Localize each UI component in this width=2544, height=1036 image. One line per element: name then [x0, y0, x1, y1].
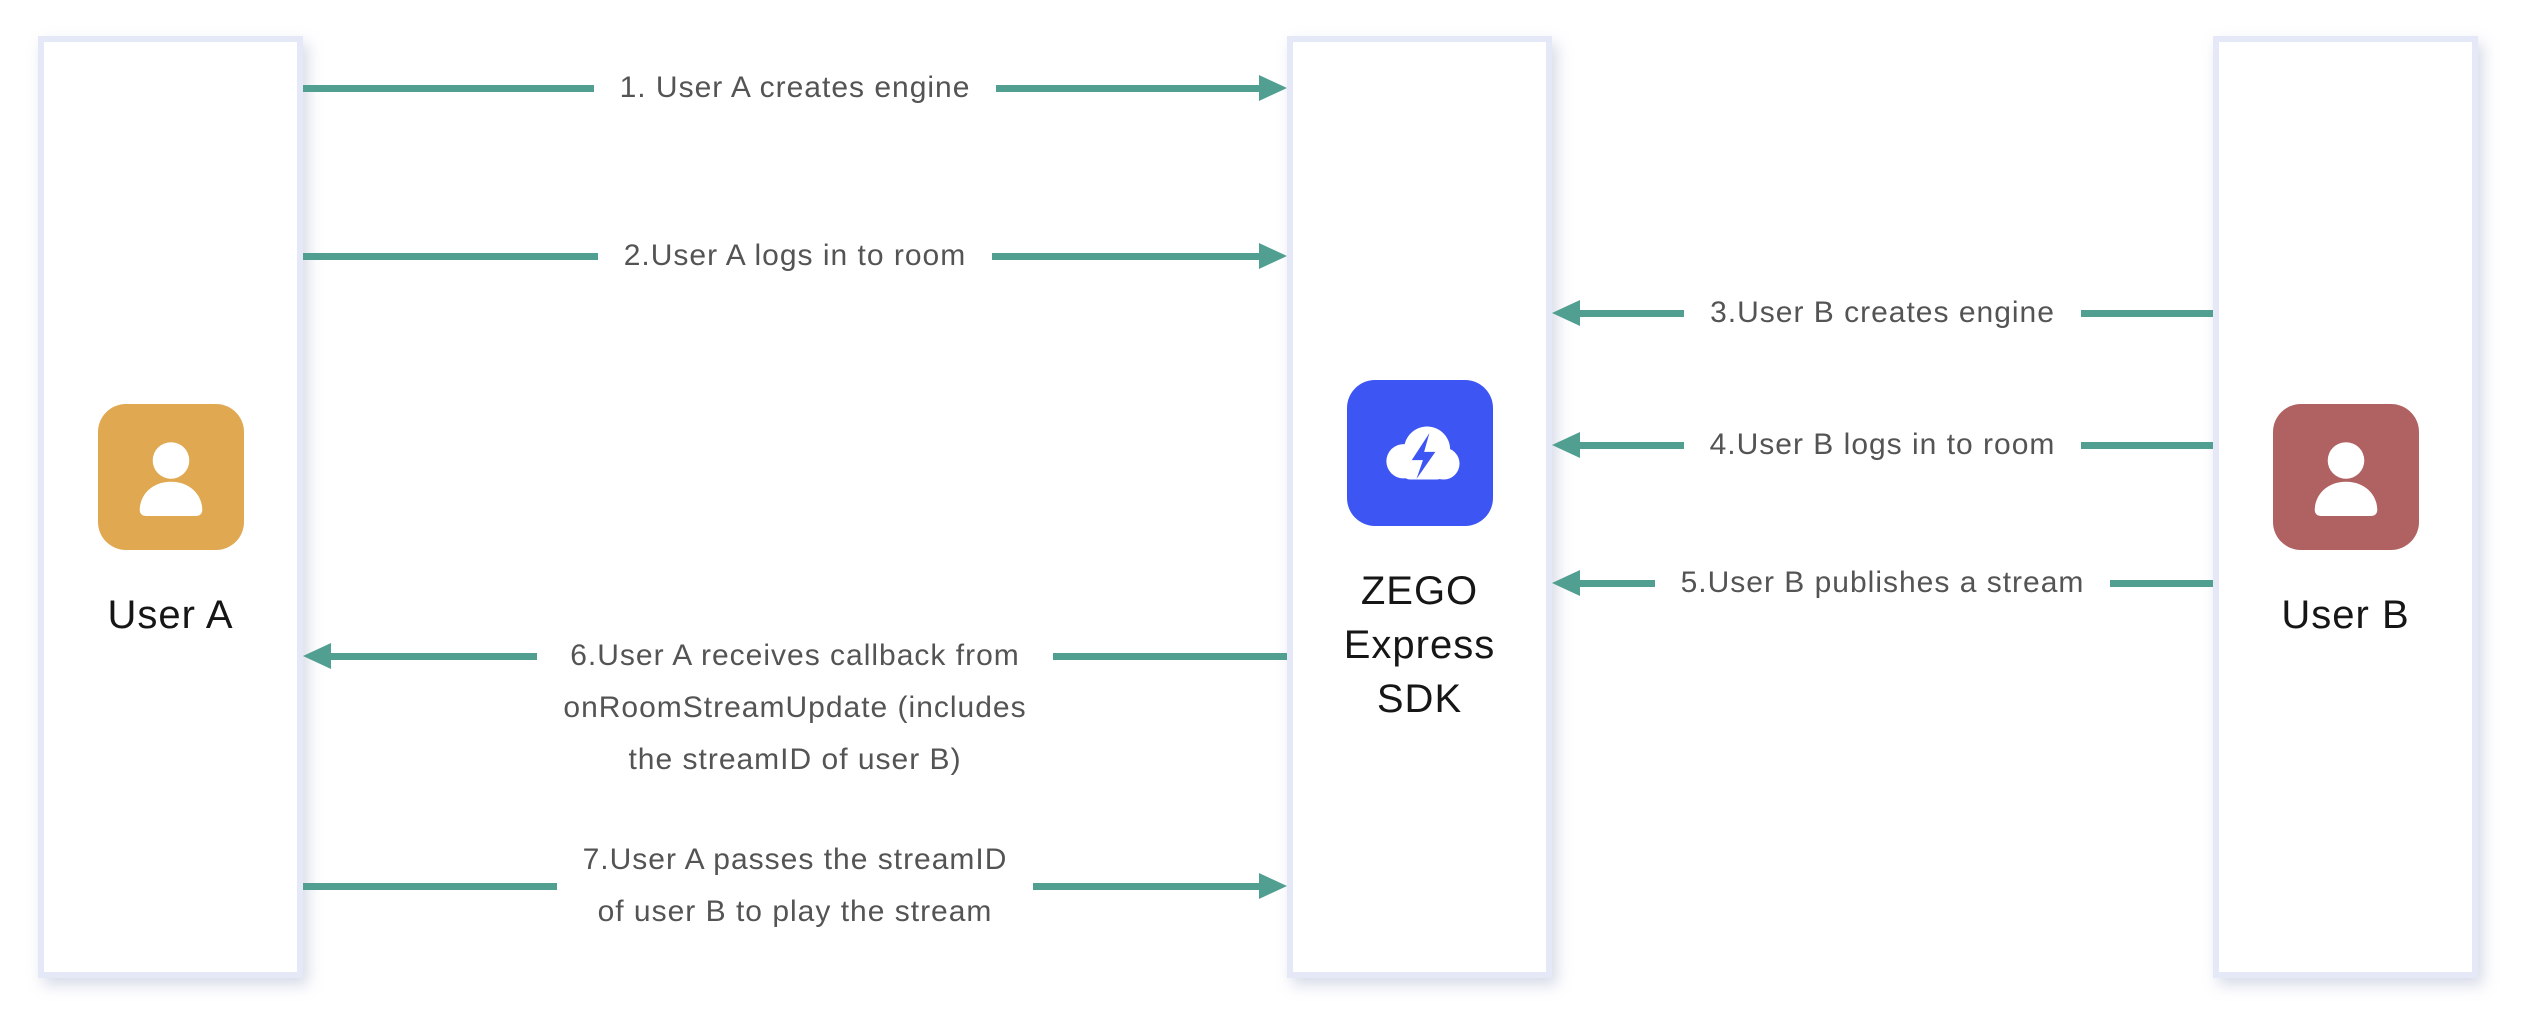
arrow-shaft — [303, 882, 557, 890]
arrow-shaft — [996, 75, 1287, 101]
step-label-5: 5.User B publishes a stream — [1680, 566, 2085, 599]
arrow-shaft — [2110, 579, 2213, 587]
arrow-step-1: 1. User A creates engine — [303, 62, 1287, 114]
arrow-shaft — [2081, 441, 2214, 449]
arrow-shaft — [2080, 309, 2213, 317]
arrow-shaft — [303, 643, 538, 669]
arrowhead-right-icon — [1259, 75, 1287, 101]
arrow-step-6: 6.User A receives callback from onRoomSt… — [303, 630, 1288, 786]
arrow-step-5: 5.User B publishes a stream — [1552, 557, 2213, 609]
arrow-shaft — [1552, 570, 1655, 596]
arrowhead-left-icon — [303, 643, 331, 669]
arrow-shaft — [992, 243, 1287, 269]
arrow-shaft — [1552, 300, 1685, 326]
actor-label-user-a: User A — [107, 592, 234, 637]
arrow-shaft — [1033, 873, 1287, 899]
person-icon — [2272, 403, 2419, 550]
arrowhead-right-icon — [1259, 243, 1287, 269]
step-label-1: 1. User A creates engine — [619, 71, 971, 104]
arrowhead-left-icon — [1552, 432, 1580, 458]
arrowhead-right-icon — [1259, 873, 1287, 899]
arrow-step-7: 7.User A passes the streamID of user B t… — [303, 834, 1287, 938]
actor-label-sdk: ZEGO Express SDK — [1343, 569, 1496, 721]
arrow-shaft — [1052, 643, 1288, 669]
step-label-2: 2.User A logs in to room — [623, 239, 967, 272]
actor-box-user-b: User B — [2213, 36, 2478, 978]
step-label-6: 6.User A receives callback from onRoomSt… — [563, 639, 1027, 776]
actor-box-user-a: User A — [38, 36, 303, 978]
cloud-lightning-icon — [1346, 380, 1493, 526]
arrow-shaft — [303, 252, 598, 260]
person-icon — [97, 403, 244, 550]
arrow-step-3: 3.User B creates engine — [1552, 287, 2213, 339]
arrow-shaft — [303, 84, 594, 92]
step-label-4: 4.User B logs in to room — [1709, 428, 2056, 461]
actor-label-user-b: User B — [2281, 592, 2410, 637]
arrowhead-left-icon — [1552, 300, 1580, 326]
actor-box-sdk: ZEGO Express SDK — [1287, 36, 1552, 978]
arrow-step-2: 2.User A logs in to room — [303, 230, 1287, 282]
step-label-3: 3.User B creates engine — [1710, 296, 2055, 329]
step-label-7: 7.User A passes the streamID of user B t… — [582, 843, 1008, 928]
arrowhead-left-icon — [1552, 570, 1580, 596]
arrow-shaft — [1552, 432, 1684, 458]
arrow-step-4: 4.User B logs in to room — [1552, 419, 2214, 471]
